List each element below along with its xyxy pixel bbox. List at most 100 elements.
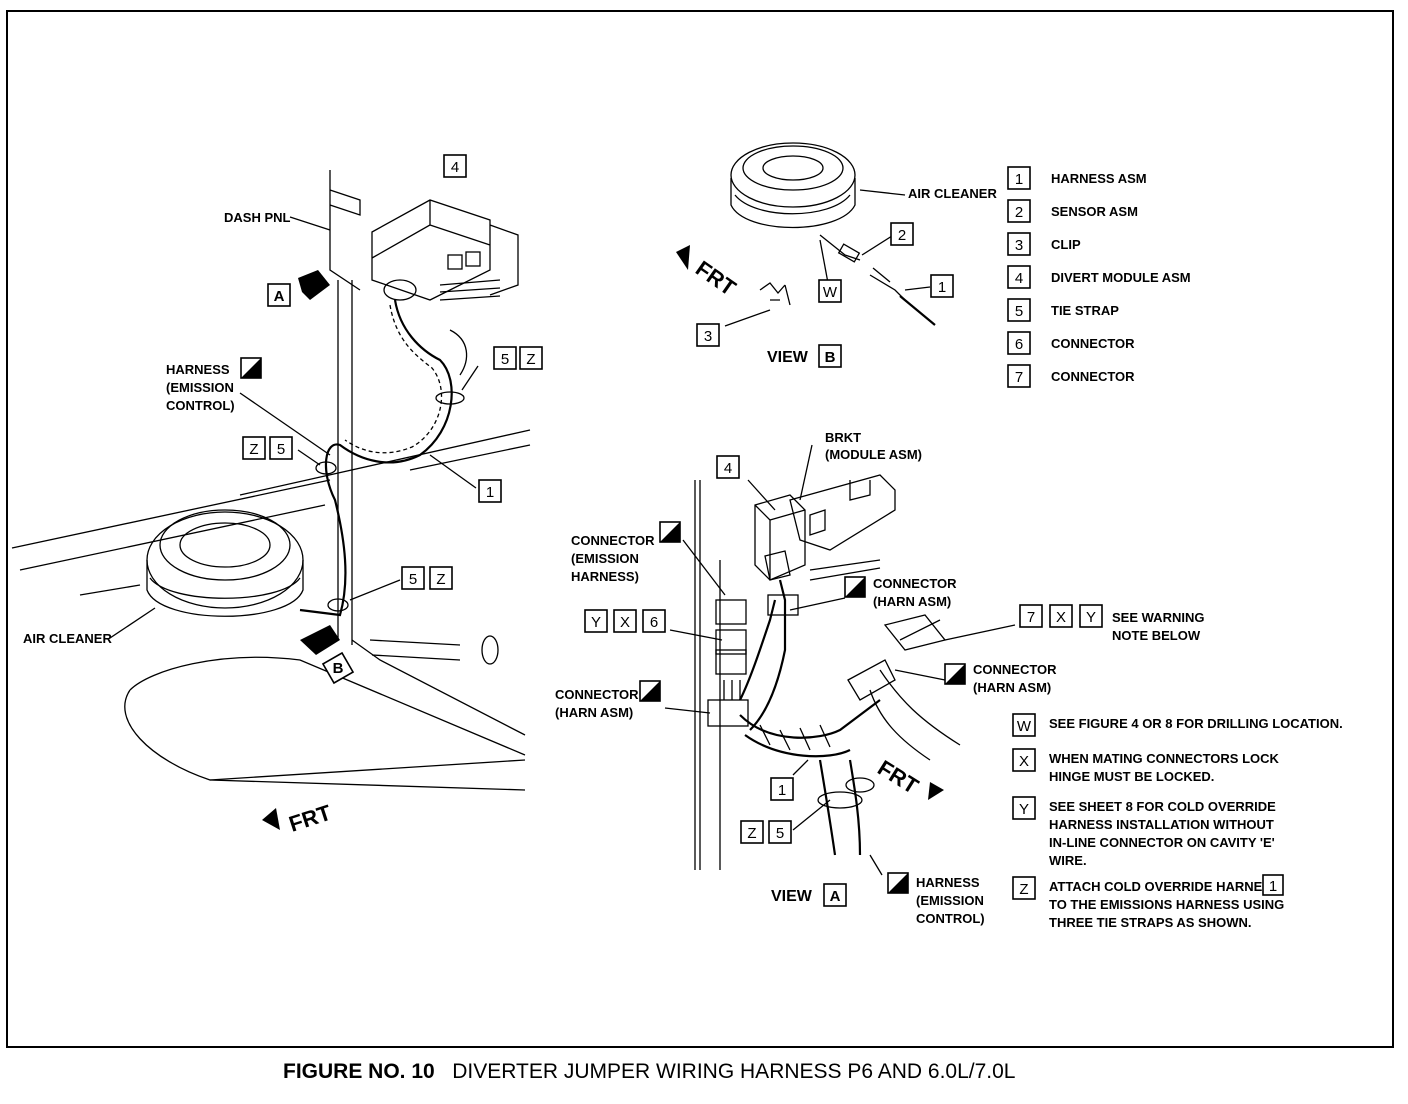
harness-label-main-2: (EMISSION (166, 380, 234, 395)
svg-text:B: B (825, 349, 836, 366)
legend-label: CLIP (1051, 237, 1081, 252)
figure-number: FIGURE NO. 10 (283, 1060, 435, 1083)
callout-main-b: B (321, 651, 355, 685)
frt-label-b: FRT (691, 256, 741, 301)
note-line: SEE SHEET 8 FOR COLD OVERRIDE (1049, 799, 1276, 814)
svg-text:A: A (830, 888, 841, 905)
svg-text:Z: Z (526, 351, 535, 368)
note-line: HINGE MUST BE LOCKED. (1049, 769, 1214, 784)
svg-text:7: 7 (1027, 609, 1035, 626)
frt-label-main: FRT (286, 800, 335, 837)
svg-text:Y: Y (1086, 609, 1096, 626)
main-view (11, 170, 531, 830)
conn-harn-right-label-1: CONNECTOR (973, 662, 1057, 677)
svg-text:1: 1 (778, 782, 786, 799)
conn-emission-symbol (659, 521, 681, 543)
legend-item-2: 2 SENSOR ASM (1007, 199, 1138, 223)
legend-item-4: 4 DIVERT MODULE ASM (1007, 265, 1191, 289)
svg-text:A: A (274, 288, 285, 305)
legend-label: SENSOR ASM (1051, 204, 1138, 219)
warning-label-1: SEE WARNING (1112, 610, 1204, 625)
legend: 1 HARNESS ASM 2 SENSOR ASM 3 CLIP 4 DIVERT MODU… (1007, 166, 1191, 388)
note-line: THREE TIE STRAPS AS SHOWN. (1049, 915, 1251, 930)
note-line: TO THE EMISSIONS HARNESS USING (1049, 897, 1284, 912)
svg-text:X: X (620, 614, 630, 631)
callout-b-1: 1 (930, 274, 954, 298)
view-b (676, 142, 936, 327)
note-line: ATTACH COLD OVERRIDE HARNESS (1049, 879, 1280, 894)
svg-text:Y: Y (591, 614, 601, 631)
harness-label-main-1: HARNESS (166, 362, 230, 377)
legend-label: CONNECTOR (1051, 336, 1135, 351)
callout-b-w: W (818, 279, 842, 303)
legend-label: HARNESS ASM (1051, 171, 1147, 186)
legend-key: 2 (1015, 204, 1023, 221)
view-b-arrow (300, 625, 340, 655)
svg-text:5: 5 (277, 441, 285, 458)
harness-label-a-3: CONTROL) (916, 911, 985, 926)
callout-main-a: A (267, 283, 291, 307)
legend-label: DIVERT MODULE ASM (1051, 270, 1191, 285)
figure-caption: FIGURE NO. 10 DIVERTER JUMPER WIRING HAR… (283, 1060, 1016, 1084)
legend-key: 1 (1015, 171, 1023, 188)
callout-b-3: 3 (696, 323, 720, 347)
svg-text:Z: Z (249, 441, 258, 458)
callout-main-1: 1 (478, 479, 502, 503)
conn-emission-label-3: HARNESS) (571, 569, 639, 584)
frt-arrow-view-a (928, 782, 944, 800)
view-a (664, 444, 1016, 876)
svg-text:5: 5 (409, 571, 417, 588)
conn-harn-upper-symbol (844, 576, 866, 598)
harness-symbol-a (887, 872, 909, 894)
callout-a-conn6: Y X 6 (584, 609, 666, 633)
svg-text:W: W (823, 284, 838, 301)
callout-a-4: 4 (716, 455, 740, 479)
conn-emission-label-2: (EMISSION (571, 551, 639, 566)
note-line: WHEN MATING CONNECTORS LOCK (1049, 751, 1280, 766)
note-key: X (1019, 753, 1029, 770)
air-cleaner-main (146, 509, 304, 617)
svg-text:1: 1 (938, 279, 946, 296)
callout-main-4: 4 (443, 154, 467, 178)
legend-key: 3 (1015, 237, 1023, 254)
note-inline-ref: 1 (1269, 878, 1277, 895)
callout-main-strap-mid: Z 5 (242, 436, 293, 460)
frt-label-a: FRT (873, 755, 923, 799)
callout-b-2: 2 (890, 222, 914, 246)
view-b-letter-box: B (818, 344, 842, 368)
note-line: WIRE. (1049, 853, 1087, 868)
dash-pnl-label: DASH PNL (224, 210, 291, 225)
legend-key: 7 (1015, 369, 1023, 386)
svg-text:X: X (1056, 609, 1066, 626)
legend-key: 6 (1015, 336, 1023, 353)
conn-harn-right-label-2: (HARN ASM) (973, 680, 1051, 695)
svg-text:5: 5 (501, 351, 509, 368)
figure-frame (6, 10, 1394, 1048)
conn-harn-upper-label-2: (HARN ASM) (873, 594, 951, 609)
svg-text:B: B (333, 660, 344, 677)
svg-text:6: 6 (650, 614, 658, 631)
air-cleaner-label-main: AIR CLEANER (23, 631, 112, 646)
conn-harn-left-symbol (639, 680, 661, 702)
svg-text:2: 2 (898, 227, 906, 244)
legend-key: 4 (1015, 270, 1023, 287)
note-line: SEE FIGURE 4 OR 8 FOR DRILLING LOCATION. (1049, 716, 1343, 731)
legend-label: CONNECTOR (1051, 369, 1135, 384)
svg-text:1: 1 (486, 484, 494, 501)
conn-harn-left-label-1: CONNECTOR (555, 687, 639, 702)
harness-label-a-2: (EMISSION (916, 893, 984, 908)
svg-text:4: 4 (451, 159, 459, 176)
legend-label: TIE STRAP (1051, 303, 1119, 318)
note-key: Y (1019, 801, 1029, 818)
conn-harn-left-label-2: (HARN ASM) (555, 705, 633, 720)
frt-arrow-main (262, 808, 280, 830)
warning-label-2: NOTE BELOW (1112, 628, 1201, 643)
callout-a-strap: Z 5 (740, 820, 792, 844)
callout-a-1: 1 (770, 777, 794, 801)
legend-item-3: 3 CLIP (1007, 232, 1081, 256)
